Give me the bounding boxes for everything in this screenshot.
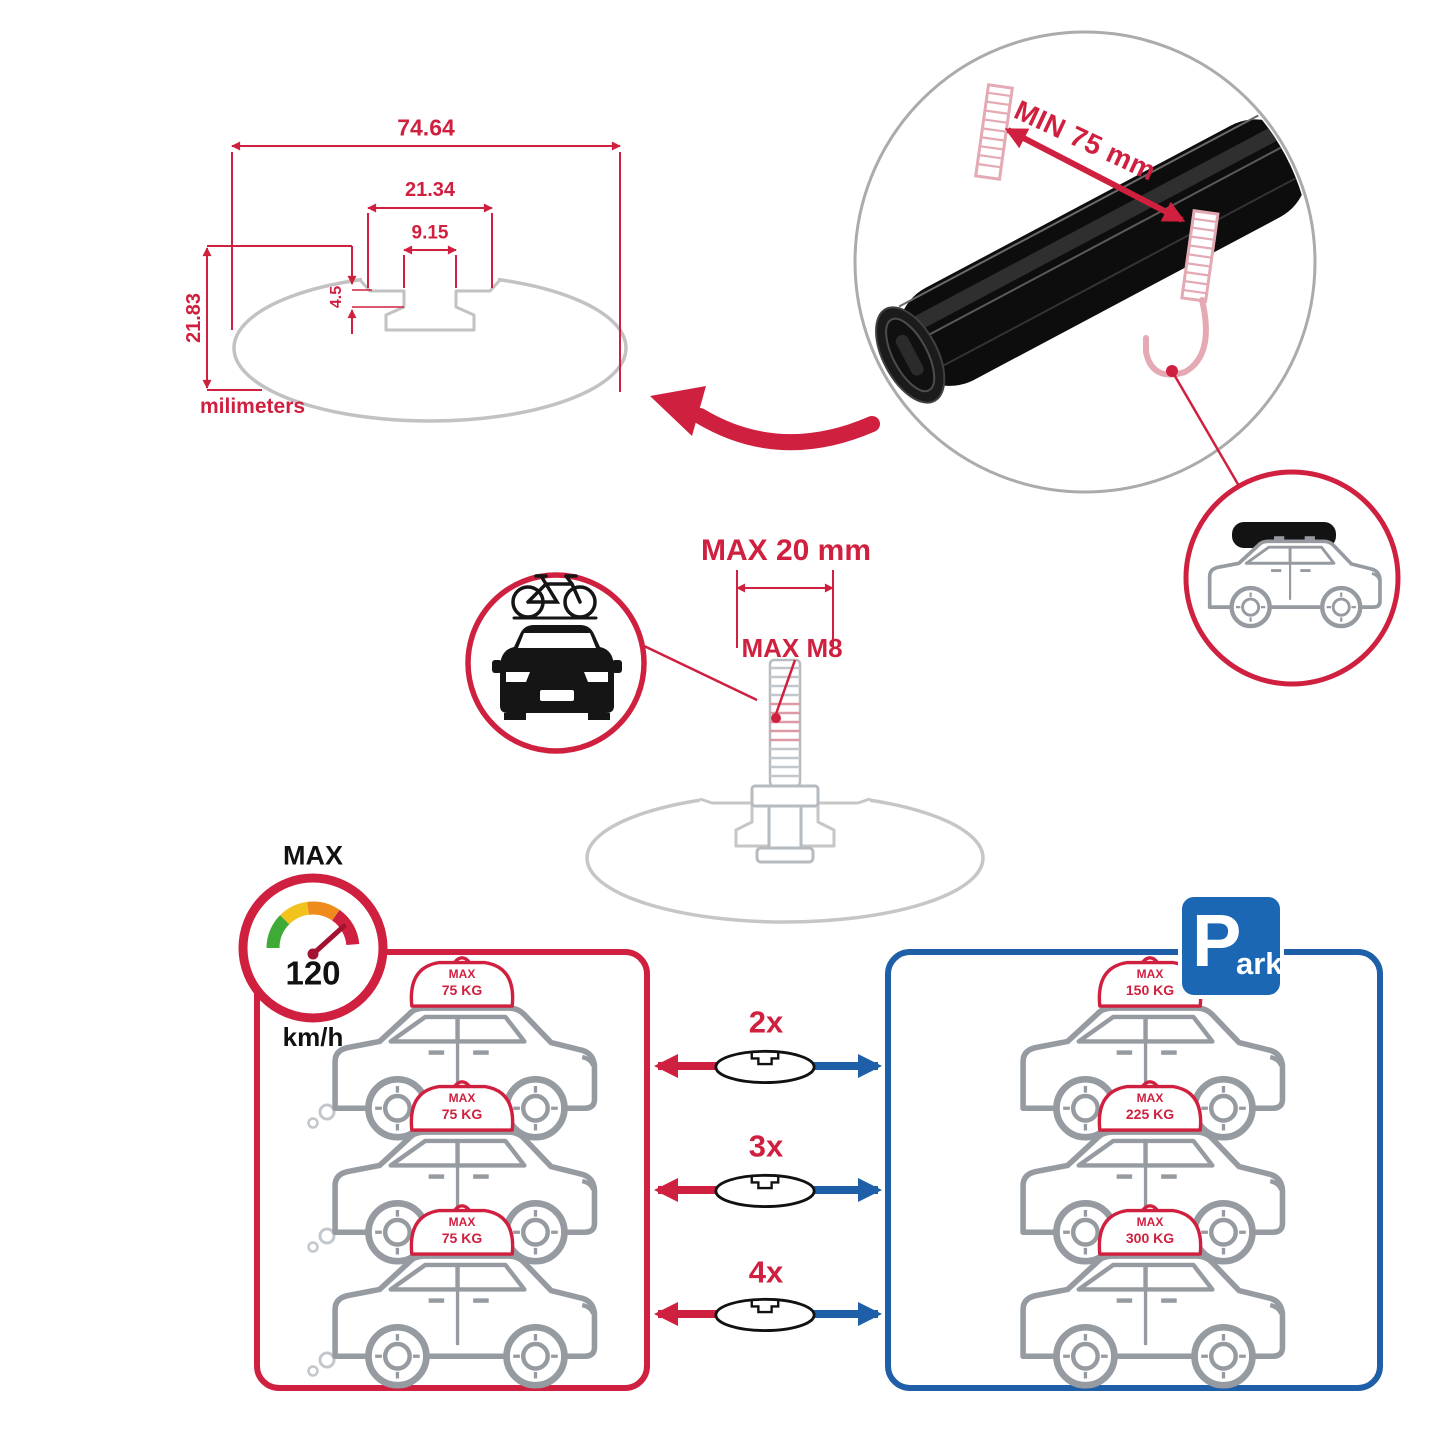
parked-load-label: MAX 300 KG	[1126, 1215, 1174, 1248]
speed-value: 120	[285, 954, 341, 992]
load-max-label: MAX	[1136, 967, 1164, 981]
max-thread-label: MAX M8	[741, 633, 843, 663]
bike-car-circle	[465, 572, 647, 754]
detail-circle	[853, 30, 1317, 494]
callout-line-to-bolt	[641, 643, 758, 702]
load-kg-label: 75 KG	[441, 1106, 483, 1122]
speed-max-label: MAX	[283, 840, 343, 871]
thread-pointer-line	[774, 659, 797, 715]
parked-load-label: MAX 225 KG	[1126, 1091, 1174, 1124]
multiplier-label: 4x	[748, 1254, 784, 1290]
car-front-icon	[492, 625, 622, 720]
parking-letter: P	[1192, 899, 1242, 982]
load-kg-label: 75 KG	[441, 1230, 483, 1246]
load-kg-label: 225 KG	[1125, 1106, 1175, 1122]
bolt-dimension-lines	[736, 570, 834, 648]
speed-unit: km/h	[282, 1022, 344, 1052]
callout-line-to-suv	[1170, 370, 1241, 487]
callout-arrow	[650, 386, 880, 451]
crossbar-section-icon	[714, 1173, 816, 1208]
crossbar-render	[875, 103, 1314, 404]
dim-slot-width-label: 9.15	[411, 222, 449, 244]
crossbar-section-icon	[714, 1049, 816, 1084]
multiplier-label: 3x	[748, 1128, 784, 1164]
unit-label: milimeters	[200, 395, 306, 418]
load-max-label: MAX	[448, 1215, 476, 1229]
comparison-arrows	[654, 1049, 882, 1332]
load-max-label: MAX	[1136, 1215, 1164, 1229]
suv-roofbox-circle	[1183, 469, 1401, 687]
driving-load-label: MAX 75 KG	[442, 1215, 482, 1248]
dim-total-width-label: 74.64	[397, 114, 455, 141]
parking-suffix: ark	[1236, 946, 1283, 981]
load-kg-label: 300 KG	[1125, 1230, 1175, 1246]
load-max-label: MAX	[448, 967, 476, 981]
multiplier-label: 2x	[748, 1004, 784, 1040]
parking-sign	[1178, 893, 1284, 999]
bike-icon	[511, 574, 598, 620]
load-kg-label: 75 KG	[441, 982, 483, 998]
dimension-slot-width	[403, 245, 457, 288]
dimension-step-depth	[207, 245, 404, 334]
dim-total-height-label: 21.83	[183, 292, 205, 344]
speedometer-icon	[238, 873, 388, 1023]
technical-drawing	[202, 141, 628, 423]
dimension-plateau-width	[367, 203, 493, 288]
dimension-total-height	[202, 247, 262, 391]
load-max-label: MAX	[1136, 1091, 1164, 1105]
dimension-total-width	[231, 141, 621, 392]
parked-load-label: MAX 150 KG	[1126, 967, 1174, 1000]
bolt-diagram	[585, 570, 985, 924]
load-max-label: MAX	[448, 1091, 476, 1105]
min-span-arrow	[1004, 127, 1186, 223]
crossbar-cross-section-outline	[232, 268, 628, 423]
crossbar-section-icon	[714, 1297, 816, 1332]
thread-point-dot	[771, 713, 781, 723]
load-kg-label: 150 KG	[1125, 982, 1175, 998]
max-length-label: MAX 20 mm	[700, 534, 872, 567]
driving-load-label: MAX 75 KG	[442, 1091, 482, 1124]
dim-step-depth-label: 4.5	[328, 285, 345, 309]
dim-plateau-width-label: 21.34	[404, 179, 456, 201]
driving-load-label: MAX 75 KG	[442, 967, 482, 1000]
